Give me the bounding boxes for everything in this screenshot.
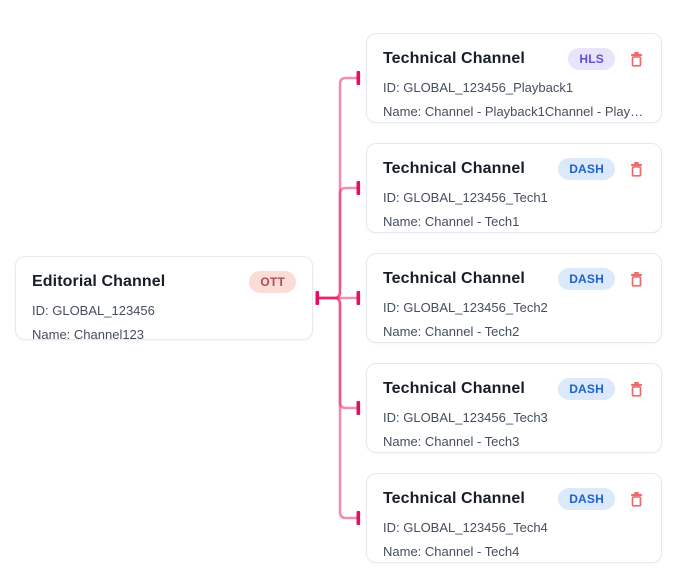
card-title: Technical Channel	[383, 380, 525, 397]
channel-id: ID: GLOBAL_123456	[32, 303, 155, 318]
trash-icon	[630, 382, 642, 397]
channel-name: Name: Channel - Tech4	[383, 544, 520, 559]
connector-tick-tech1	[356, 71, 361, 85]
channel-name: Name: Channel - Tech1	[383, 214, 520, 229]
connector-tick-tech5	[356, 511, 361, 525]
delete-button[interactable]	[627, 160, 645, 178]
dash-badge: DASH	[558, 488, 615, 510]
technical-channel-card[interactable]: Technical Channel HLS ID: GLOBAL_123456_…	[366, 33, 662, 123]
connector-tick-tech4	[356, 401, 361, 415]
card-title: Technical Channel	[383, 270, 525, 287]
trash-icon	[630, 272, 642, 287]
channel-name: Name: Channel - Tech2	[383, 324, 520, 339]
card-header: Technical Channel DASH	[383, 268, 645, 290]
technical-channel-card[interactable]: Technical Channel DASH ID: GLOBAL_123456…	[366, 253, 662, 343]
connector-path-tech5	[319, 296, 357, 520]
connector-tick-editorial	[315, 291, 320, 305]
card-header: Technical Channel DASH	[383, 378, 645, 400]
editorial-channel-card[interactable]: Editorial Channel OTT ID: GLOBAL_123456 …	[15, 256, 313, 342]
card-title: Editorial Channel	[32, 273, 166, 290]
dash-badge: DASH	[558, 378, 615, 400]
hls-badge: HLS	[568, 48, 615, 70]
channel-name: Name: Channel - Tech3	[383, 434, 520, 449]
card-header: Technical Channel DASH	[383, 158, 645, 180]
card-title: Technical Channel	[383, 490, 525, 507]
trash-icon	[630, 162, 642, 177]
connector-tick-tech3	[356, 291, 361, 305]
dash-badge: DASH	[558, 268, 615, 290]
delete-button[interactable]	[627, 490, 645, 508]
channel-name: Name: Channel123	[32, 327, 145, 342]
dash-badge: DASH	[558, 158, 615, 180]
delete-button[interactable]	[627, 380, 645, 398]
channel-id: ID: GLOBAL_123456_Tech2	[383, 300, 548, 315]
card-header: Technical Channel DASH	[383, 488, 645, 510]
card-header: Editorial Channel OTT	[32, 271, 296, 293]
connector-path-tech4	[319, 296, 357, 410]
technical-channel-card[interactable]: Technical Channel DASH ID: GLOBAL_123456…	[366, 143, 662, 233]
connector-path-tech2	[319, 186, 357, 300]
card-title: Technical Channel	[383, 160, 525, 177]
technical-channel-card[interactable]: Technical Channel DASH ID: GLOBAL_123456…	[366, 363, 662, 453]
trash-icon	[630, 492, 642, 507]
ott-badge: OTT	[249, 271, 296, 293]
trash-icon	[630, 52, 642, 67]
card-title: Technical Channel	[383, 50, 525, 67]
card-header: Technical Channel HLS	[383, 48, 645, 70]
technical-channel-card[interactable]: Technical Channel DASH ID: GLOBAL_123456…	[366, 473, 662, 563]
channel-id: ID: GLOBAL_123456_Playback1	[383, 80, 574, 95]
channel-id: ID: GLOBAL_123456_Tech3	[383, 410, 548, 425]
connector-tick-tech2	[356, 181, 361, 195]
channel-id: ID: GLOBAL_123456_Tech1	[383, 190, 548, 205]
delete-button[interactable]	[627, 50, 645, 68]
delete-button[interactable]	[627, 270, 645, 288]
channel-name: Name: Channel - Playback1Channel - Playb…	[383, 104, 645, 119]
channel-id: ID: GLOBAL_123456_Tech4	[383, 520, 548, 535]
